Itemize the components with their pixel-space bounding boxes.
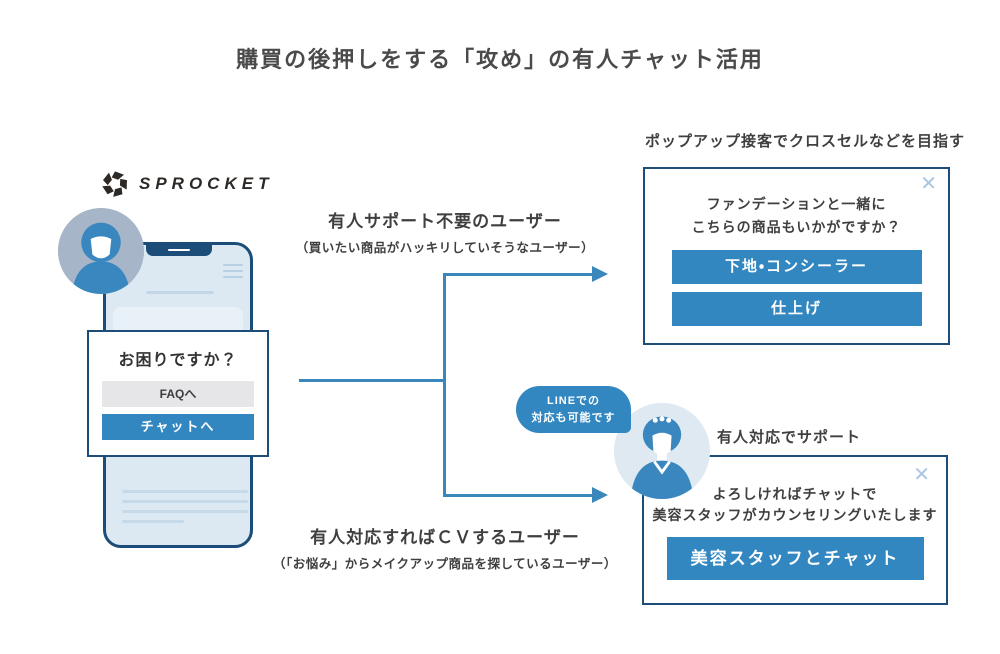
phone-notch	[146, 245, 212, 256]
crosssell-line1: ファンデーションと一緒に	[706, 196, 887, 212]
branch-top-label-group: 有人サポート不要のユーザー （買いたい商品がハッキリしていそうなユーザー）	[275, 207, 615, 256]
page-title: 購買の後押しをする「攻め」の有人チャット活用	[236, 47, 764, 72]
connector-top-branch	[445, 273, 593, 276]
chat-button[interactable]: チャットへ	[102, 414, 254, 440]
crosssell-popup-text: ファンデーションと一緒に こちらの商品もいかがですか？	[645, 193, 948, 239]
connector-vertical	[443, 273, 446, 497]
support-line1: よろしければチャットで	[712, 486, 878, 502]
placeholder-text-lines	[122, 490, 248, 530]
staff-avatar	[614, 403, 710, 499]
placeholder-line	[146, 291, 214, 294]
support-line2: 美容スタッフがカウンセリングいたします	[652, 507, 938, 523]
faq-button[interactable]: FAQへ	[102, 381, 254, 407]
arrowhead-top-icon	[592, 266, 608, 282]
branch-bottom-label: 有人対応すればＣＶするユーザー	[310, 528, 580, 547]
branch-top-label: 有人サポート不要のユーザー	[328, 212, 562, 231]
crosssell-heading: ポップアップ接客でクロスセルなどを目指す	[645, 133, 966, 150]
brand-name: SPROCKET	[139, 174, 274, 193]
primer-concealer-button[interactable]: 下地・コンシーラー	[671, 250, 922, 285]
phone-popup-title: お困りですか？	[118, 352, 238, 369]
arrowhead-bottom-icon	[592, 487, 608, 503]
beauty-staff-chat-button[interactable]: 美容スタッフとチャット	[666, 537, 924, 580]
finishing-button[interactable]: 仕上げ	[671, 292, 922, 327]
crosssell-popup: ✕ ファンデーションと一緒に こちらの商品もいかがですか？ 下地・コンシーラー …	[643, 167, 950, 345]
close-icon[interactable]: ✕	[913, 464, 930, 486]
crosssell-line2: こちらの商品もいかがですか？	[691, 219, 902, 236]
phone-speaker	[168, 249, 190, 251]
line-speech-bubble: LINEでの 対応も可能です	[516, 386, 631, 433]
bubble-line1: LINEでの	[546, 395, 601, 407]
connector-main	[299, 379, 445, 382]
close-icon[interactable]: ✕	[920, 173, 937, 195]
customer-avatar	[58, 208, 144, 294]
branch-top-sublabel: （買いたい商品がハッキリしていそうなユーザー）	[295, 241, 595, 255]
connector-bottom-branch	[445, 494, 593, 497]
sprocket-logo: SPROCKET	[100, 169, 273, 199]
sprocket-aperture-icon	[100, 169, 130, 199]
branch-bottom-sublabel: （「お悩み」からメイクアップ商品を探しているユーザー）	[273, 557, 617, 571]
support-label: 有人対応でサポート	[717, 429, 862, 446]
hamburger-menu-icon[interactable]	[223, 264, 243, 282]
branch-bottom-label-group: 有人対応すればＣＶするユーザー （「お悩み」からメイクアップ商品を探しているユー…	[265, 523, 625, 572]
phone-chat-popup: お困りですか？ FAQへ チャットへ	[87, 330, 269, 457]
support-popup-text: よろしければチャットで 美容スタッフがカウンセリングいたします	[644, 484, 946, 526]
bubble-line2: 対応も可能です	[531, 411, 616, 424]
